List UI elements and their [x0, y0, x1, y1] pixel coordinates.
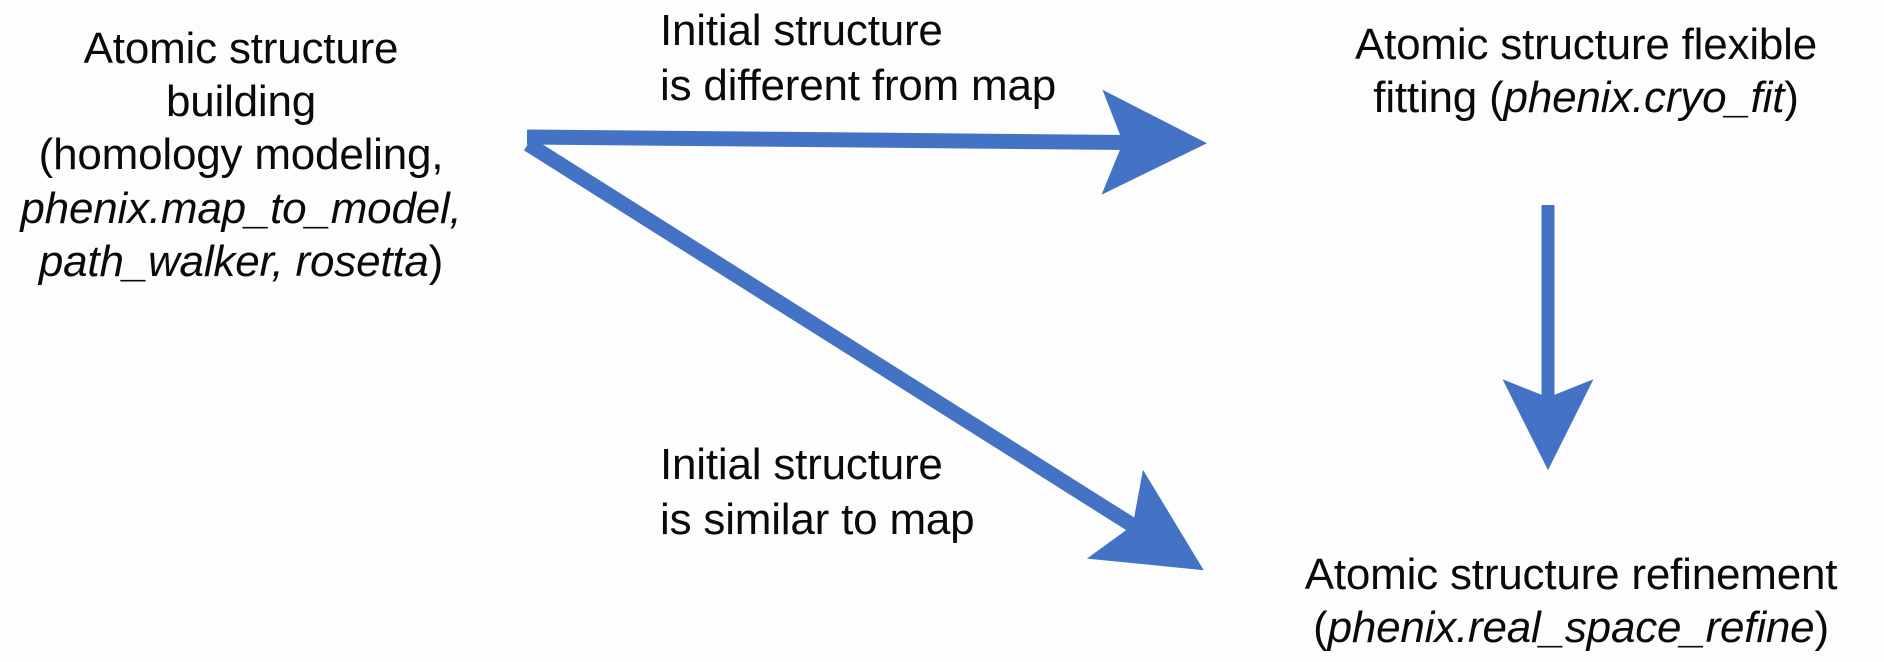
edge-label-initial-structure-similar: Initial structure is similar to map — [660, 438, 1120, 547]
edge-label-different-line-1: Initial structure — [660, 6, 943, 55]
arrow-building-to-flexible-fitting — [526, 89, 1207, 195]
node-flexible-fitting-line-1: Atomic structure flexible — [1354, 20, 1818, 69]
node-flexible-fitting-tool: phenix.cryo_fit — [1503, 73, 1785, 123]
edge-label-different-line-2: is different from map — [660, 60, 1057, 110]
edge-label-similar-line-1: Initial structure — [660, 440, 943, 489]
node-building-line-4-tail: ) — [428, 236, 444, 286]
node-refinement-line-2-tail: ) — [1814, 603, 1829, 653]
node-building-line-3: phenix.map_to_model, — [20, 183, 462, 233]
node-refinement-line-2-head: ( — [1313, 603, 1328, 653]
node-flexible-fitting-line-2-head: fitting ( — [1373, 73, 1504, 123]
node-flexible-fitting-line-2-tail: ) — [1784, 73, 1799, 123]
edge-label-similar-line-2: is similar to map — [660, 494, 975, 544]
node-building-line-2: (homology modeling, — [38, 130, 444, 180]
node-atomic-structure-flexible-fitting: Atomic structure flexible fitting (pheni… — [1296, 18, 1876, 124]
node-atomic-structure-refinement: Atomic structure refinement (phenix.real… — [1258, 548, 1884, 654]
edge-label-initial-structure-different: Initial structure is different from map — [660, 4, 1120, 113]
node-building-line-1: Atomic structure building — [83, 24, 411, 127]
node-atomic-structure-building: Atomic structure building (homology mode… — [6, 22, 476, 288]
node-refinement-tool: phenix.real_space_refine — [1327, 603, 1815, 653]
node-building-line-4: path_walker, rosetta — [38, 236, 429, 286]
node-refinement-line-1: Atomic structure refinement — [1304, 550, 1838, 599]
